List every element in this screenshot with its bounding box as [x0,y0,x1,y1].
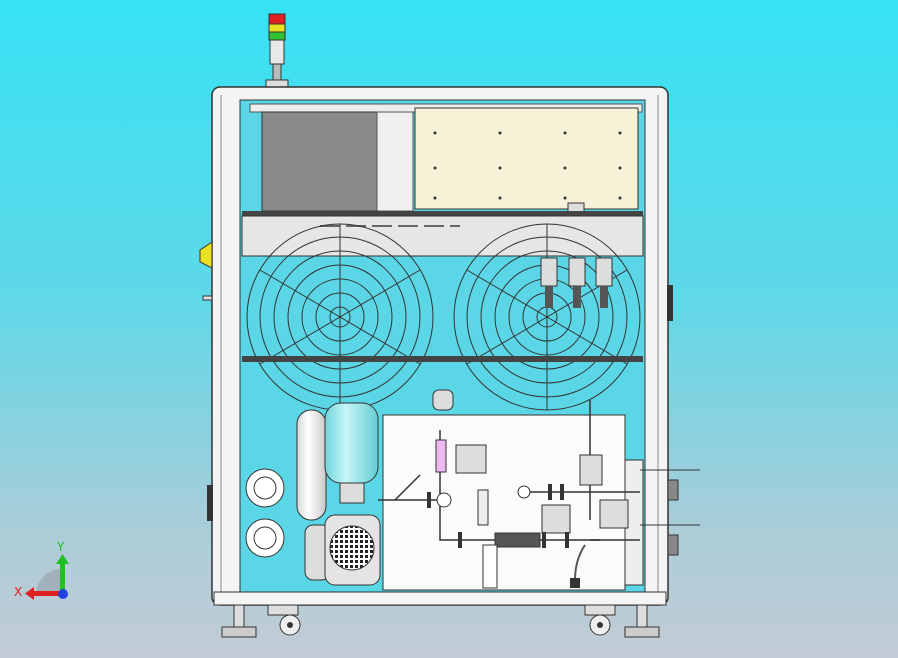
lower-compartment [245,389,700,591]
fan-left [246,223,434,411]
middle-shelf [242,356,643,362]
top-compartment [241,103,644,257]
filters [540,257,613,308]
axis-triad: Y X [14,540,69,600]
fan-right [453,223,641,411]
base [213,591,667,638]
signal-tower [265,13,289,88]
x-axis-label: X [14,585,22,599]
side-fittings [199,241,673,521]
y-axis-label: Y [56,540,65,554]
